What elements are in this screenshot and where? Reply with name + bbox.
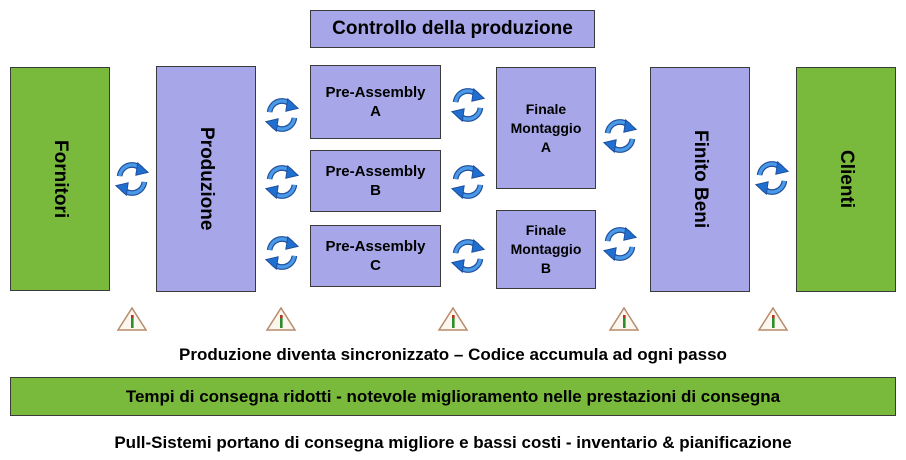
warning-triangle-icon — [437, 306, 469, 332]
fornitori-box: Fornitori — [10, 67, 110, 291]
pre-assembly-a-box: Pre-Assembly A — [310, 65, 441, 139]
pre-assembly-b-line1: Pre-Assembly — [325, 163, 426, 180]
cycle-arrows-icon — [753, 159, 791, 197]
banner-box: Tempi di consegna ridotti - notevole mig… — [10, 377, 896, 416]
footer-note: Pull-Sistemi portano di consegna miglior… — [114, 433, 792, 452]
finale-b-line2: Montaggio — [510, 241, 582, 257]
pre-assembly-a-line1: Pre-Assembly — [325, 84, 426, 101]
warning-triangle-icon — [757, 306, 789, 332]
cycle-arrows-icon — [263, 163, 301, 201]
finale-b-line3: B — [540, 260, 552, 276]
clienti-label: Clienti — [836, 150, 857, 209]
pre-assembly-c-line2: C — [370, 257, 381, 274]
banner-text: Tempi di consegna ridotti - notevole mig… — [125, 386, 781, 406]
pre-assembly-a-line2: A — [370, 103, 381, 120]
page-title: Controllo della produzione — [332, 18, 573, 39]
cycle-arrows-icon — [449, 237, 487, 275]
finale-a-line2: Montaggio — [510, 119, 582, 136]
header-title-box: Controllo della produzione — [310, 10, 595, 48]
pre-assembly-b-line2: B — [370, 182, 381, 199]
finale-b-line1: Finale — [525, 222, 567, 238]
cycle-arrows-icon — [601, 117, 639, 155]
pre-assembly-c-line1: Pre-Assembly — [325, 238, 426, 255]
pre-assembly-c-box: Pre-Assembly C — [310, 225, 441, 287]
cycle-arrows-icon — [263, 96, 301, 134]
warning-triangle-icon — [265, 306, 297, 332]
warning-triangle-icon — [116, 306, 148, 332]
warning-triangle-icon — [608, 306, 640, 332]
pre-assembly-b-box: Pre-Assembly B — [310, 150, 441, 212]
fornitori-label: Fornitori — [50, 139, 71, 219]
cycle-arrows-icon — [449, 86, 487, 124]
finale-montaggio-b-box: Finale Montaggio B — [496, 210, 596, 289]
cycle-arrows-icon — [263, 234, 301, 272]
cycle-arrows-icon — [449, 163, 487, 201]
finale-montaggio-a-box: Finale Montaggio A — [496, 67, 596, 189]
finale-a-line3: A — [540, 138, 552, 155]
finale-a-line1: Finale — [525, 100, 567, 117]
finito-beni-label: Finito Beni — [690, 130, 711, 229]
produzione-box: Produzione — [156, 66, 256, 292]
sync-note: Produzione diventa sincronizzato – Codic… — [179, 345, 727, 364]
finito-beni-box: Finito Beni — [650, 67, 750, 292]
cycle-arrows-icon — [113, 160, 151, 198]
produzione-label: Produzione — [196, 127, 217, 231]
cycle-arrows-icon — [601, 225, 639, 263]
clienti-box: Clienti — [796, 67, 896, 292]
